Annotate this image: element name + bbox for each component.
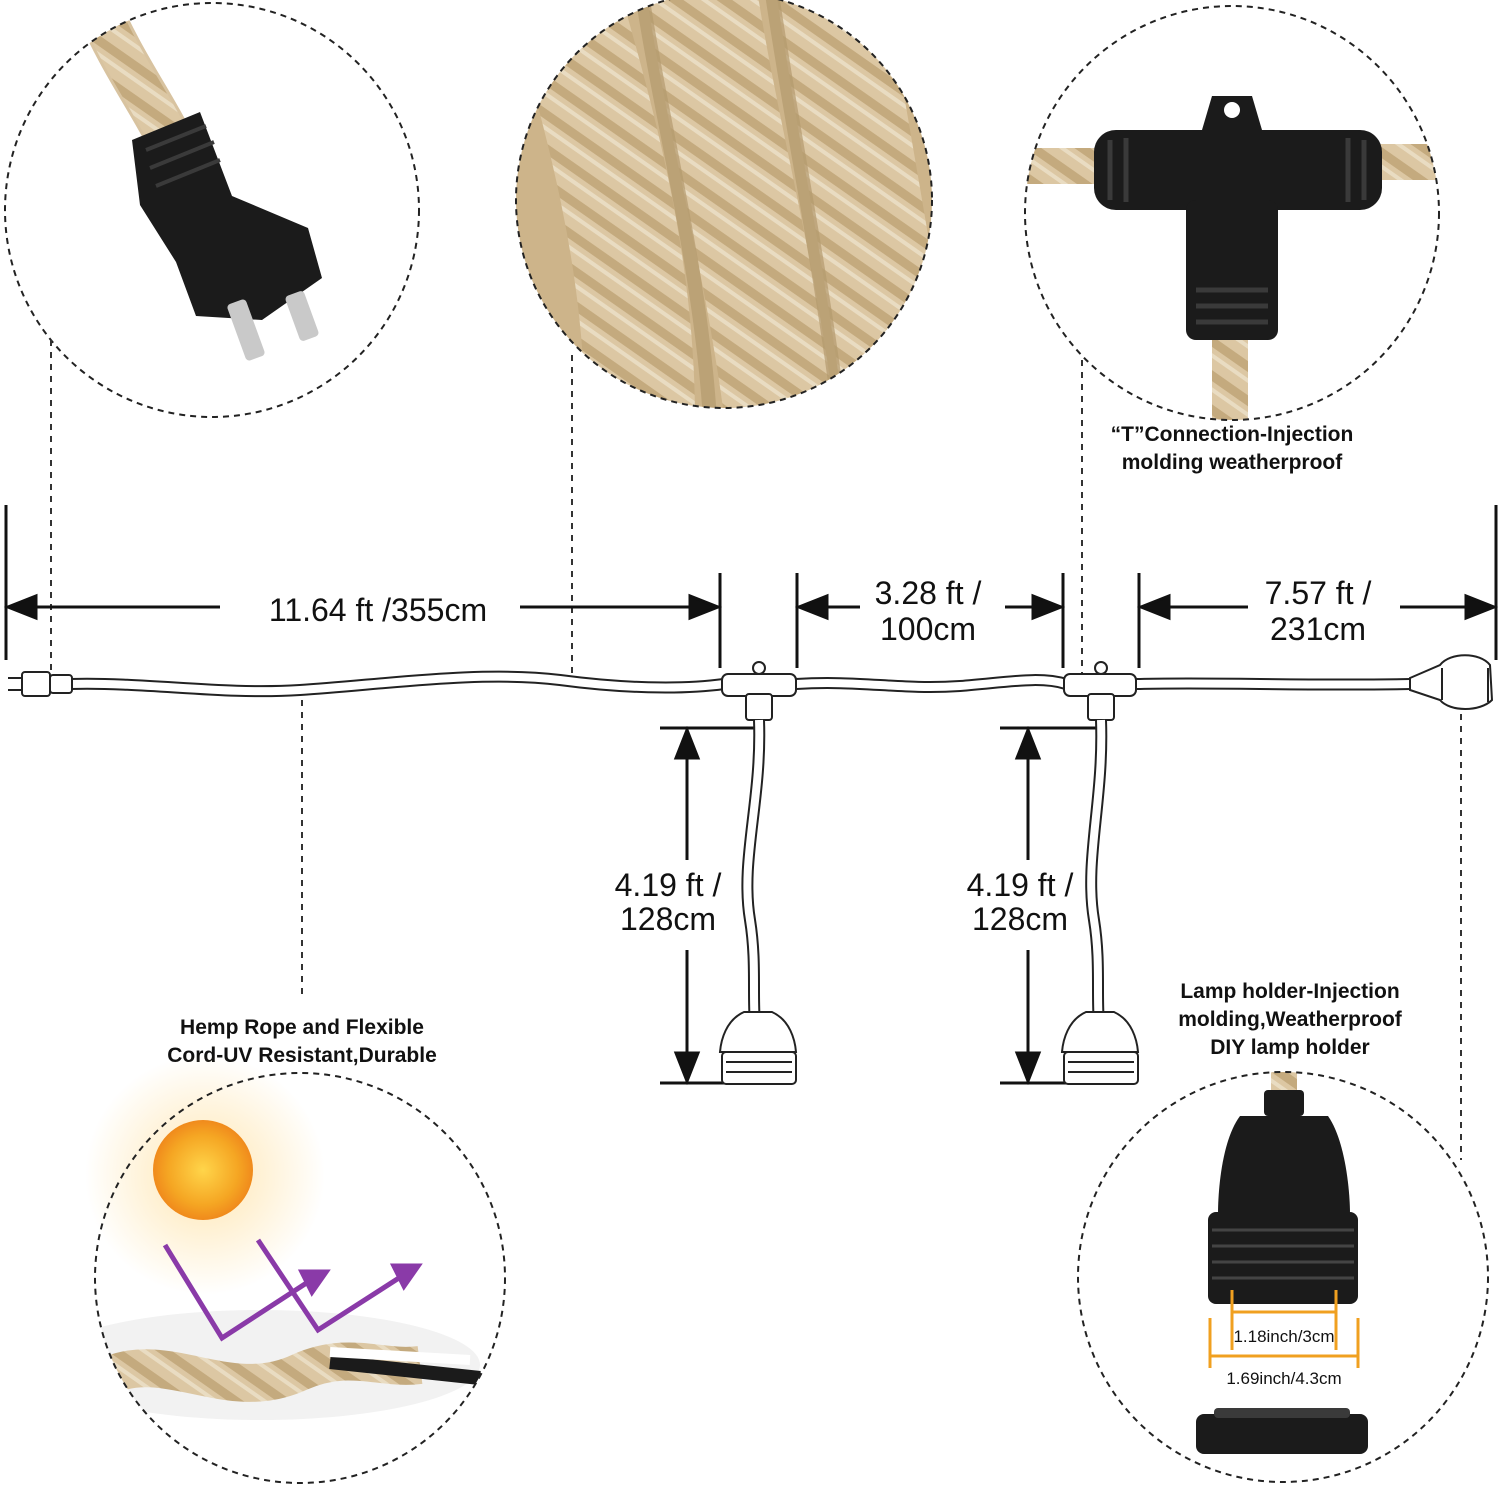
socket-2-icon xyxy=(1060,1011,1140,1085)
drop-cord-2 xyxy=(1085,719,1108,1042)
drop-cord-1 xyxy=(741,719,766,1042)
sun-icon xyxy=(153,1120,253,1220)
end-socket-icon xyxy=(1409,654,1494,710)
drop2-length-label-line1: 4.19 ft / xyxy=(967,867,1074,903)
drop2-length-label-line2: 128cm xyxy=(972,901,1068,937)
lamp-holder-detail-circle: 1.18inch/3cm 1.69inch/4.3cm xyxy=(1077,1071,1489,1483)
plug-end-icon xyxy=(8,671,73,697)
plug-icon xyxy=(132,112,322,361)
t-connector-2-icon xyxy=(1063,661,1137,721)
leader-lines xyxy=(50,340,1462,1160)
t-connector-1-icon xyxy=(721,661,797,721)
outer-diameter-label: 1.69inch/4.3cm xyxy=(1226,1369,1341,1388)
socket-1-icon xyxy=(718,1011,798,1085)
plug-detail-circle xyxy=(4,2,420,418)
t-connection-caption-line1: “T”Connection-Injection xyxy=(1111,423,1354,446)
lamp-caption-line1: Lamp holder-Injection xyxy=(1180,980,1399,1003)
uv-ray-arrow-icon xyxy=(162,1238,423,1342)
tail-length-label-line2: 231cm xyxy=(1270,611,1366,647)
drop1-length-label-line1: 4.19 ft / xyxy=(615,867,722,903)
t-connection-caption-line2: molding weatherproof xyxy=(1122,451,1344,474)
inner-diameter-label: 1.18inch/3cm xyxy=(1233,1327,1334,1346)
t-connector-icon xyxy=(1094,96,1382,340)
rope-detail-circle xyxy=(515,0,933,409)
lamp-holder-icon xyxy=(1196,1090,1368,1454)
main-cord-length-label: 11.64 ft /355cm xyxy=(269,592,487,628)
diameter-markers xyxy=(1208,1290,1360,1368)
socket-spacing-label-line2: 100cm xyxy=(880,611,976,647)
t-connector-detail-circle xyxy=(1024,5,1440,421)
socket-spacing-label-line1: 3.28 ft / xyxy=(875,575,982,611)
lamp-caption-line3: DIY lamp holder xyxy=(1210,1036,1369,1059)
dimension-lines xyxy=(3,505,1499,1086)
tail-length-label-line1: 7.57 ft / xyxy=(1265,575,1372,611)
main-cord xyxy=(69,670,1411,698)
lamp-caption-line2: molding,Weatherproof xyxy=(1178,1008,1403,1031)
uv-resistant-detail-circle xyxy=(85,1055,506,1484)
hemp-caption-line1: Hemp Rope and Flexible xyxy=(180,1016,424,1039)
drop1-length-label-line2: 128cm xyxy=(620,901,716,937)
